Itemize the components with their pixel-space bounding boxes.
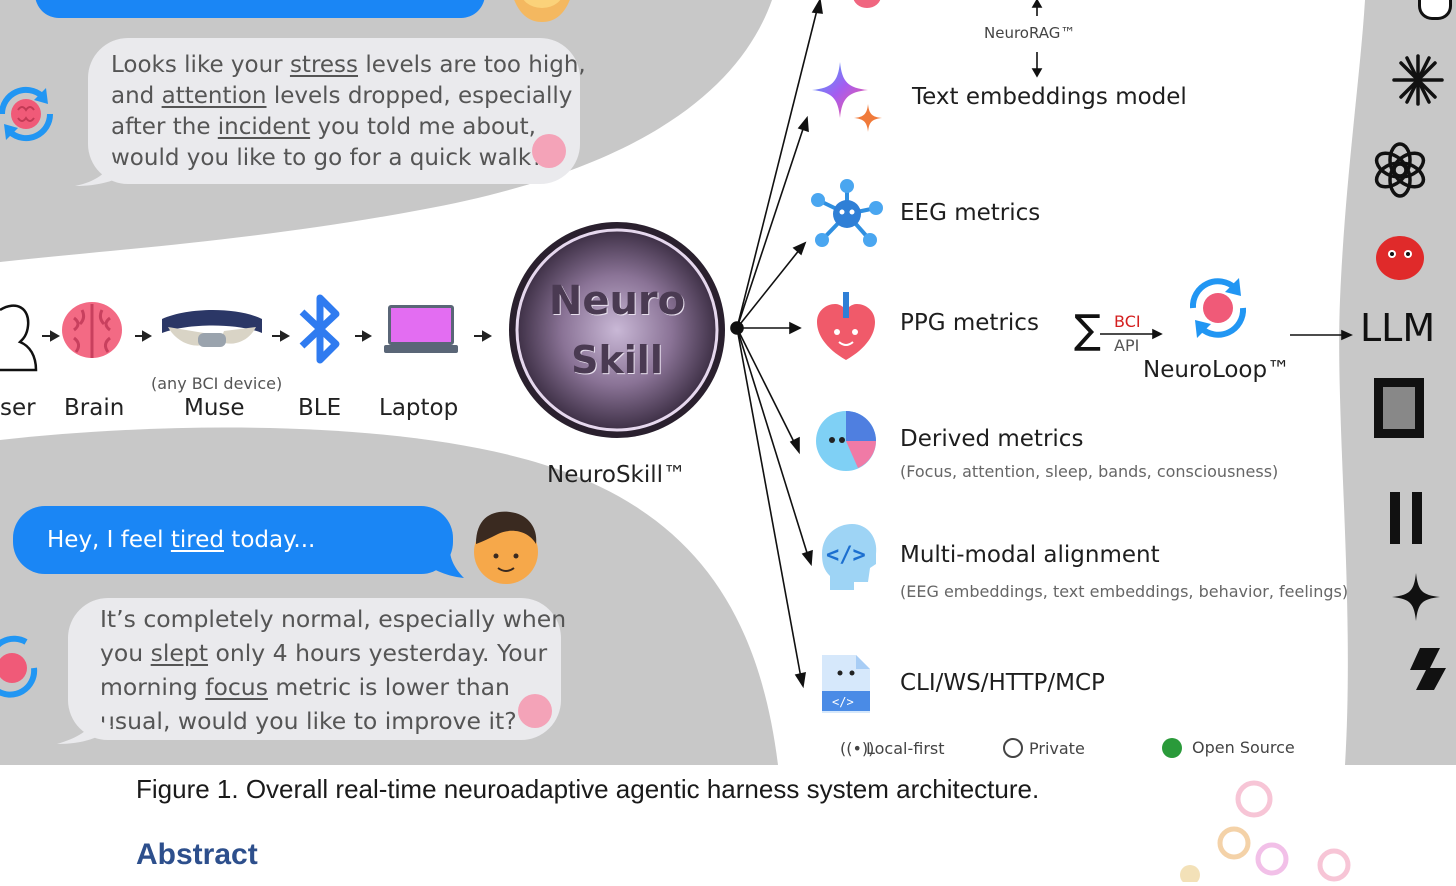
highlighted-term: stress — [289, 52, 359, 78]
pause-icon — [1390, 492, 1424, 548]
neuroskill-caption: NeuroSkill™ — [547, 462, 687, 488]
llm-label: LLM — [1360, 306, 1436, 350]
highlighted-term: incident — [217, 114, 311, 140]
derived-icon — [814, 410, 878, 472]
message-text-run: would you like to go for a quick walk? — [111, 145, 544, 171]
brain-icon — [518, 694, 552, 728]
muse-headband-icon — [158, 305, 266, 353]
abstract-heading: Abstract — [136, 838, 258, 871]
user-icon — [0, 300, 40, 372]
user-message-bubble: Hey, I feel tired today... — [13, 506, 453, 574]
copilot-icon — [1410, 648, 1456, 694]
architecture-figure: Looks like your stress levels are too hi… — [0, 0, 1456, 765]
message-text-run: and — [111, 83, 162, 109]
user-message-bubble-partial — [35, 0, 485, 18]
bubble-tail-top — [75, 160, 130, 186]
message-text-run: levels are too high, — [358, 52, 586, 78]
bubble-tail-bottom — [57, 718, 112, 744]
multimodal-label: Multi-modal alignment — [900, 542, 1160, 568]
ble-label: BLE — [298, 395, 342, 421]
open-source-label: Open Source — [1192, 738, 1295, 757]
svg-text:</>: </> — [832, 695, 854, 709]
decorative-dots — [1170, 775, 1456, 885]
multimodal-sub: (EEG embeddings, text embeddings, behavi… — [900, 582, 1349, 601]
derived-metrics-sub: (Focus, attention, sleep, bands, conscio… — [900, 462, 1279, 481]
assistant-reply-bubble-top: Looks like your stress levels are too hi… — [88, 38, 586, 184]
ppg-icon — [815, 292, 877, 364]
message-text-run: only 4 hours yesterday. Your — [208, 639, 548, 667]
four-point-star-icon — [1392, 573, 1440, 625]
asterisk-icon — [1390, 52, 1446, 112]
private-icon — [1003, 738, 1023, 758]
private-label: Private — [1029, 739, 1085, 758]
brain-label: Brain — [64, 395, 125, 421]
red-mascot-icon — [1372, 228, 1428, 288]
female-avatar-icon — [505, 0, 579, 22]
svg-text:</>: </> — [826, 543, 866, 568]
male-avatar-icon — [470, 508, 542, 586]
frame-icon — [1374, 378, 1424, 438]
fanout-arrows — [730, 0, 823, 689]
message-text-run: metric is lower than — [267, 673, 510, 701]
highlighted-term: attention — [161, 83, 267, 109]
user-label: ser — [0, 395, 36, 421]
neurorag-icon — [852, 0, 882, 12]
neuroloop-label: NeuroLoop™ — [1143, 357, 1291, 383]
derived-metrics-label: Derived metrics — [900, 426, 1084, 452]
bci-label: BCI — [1114, 312, 1141, 331]
figure-caption: Figure 1. Overall real-time neuroadaptiv… — [136, 774, 1040, 804]
local-first-icon: ((•)) — [840, 739, 875, 758]
local-first-label: Local-first — [866, 739, 945, 758]
message-text-run: you told me about, — [310, 114, 536, 140]
bubble-tail-user — [420, 550, 464, 578]
neuroloop-icon — [0, 632, 44, 704]
brain-icon — [532, 134, 566, 168]
sigma-icon: ∑ — [1074, 307, 1101, 353]
cli-label: CLI/WS/HTTP/MCP — [900, 670, 1105, 696]
message-text-run: levels dropped, especially — [266, 83, 573, 109]
laptop-label: Laptop — [379, 395, 459, 421]
eeg-metrics-label: EEG metrics — [900, 200, 1041, 226]
text-embeddings-label: Text embeddings model — [912, 84, 1187, 110]
openai-icon — [1372, 142, 1428, 202]
laptop-icon — [384, 303, 458, 355]
bluetooth-icon — [298, 292, 344, 366]
message-text-run: It’s completely normal, especially when — [100, 605, 567, 633]
code-file-icon: </> — [820, 651, 872, 715]
message-text-run: usual, would you like to improve it? — [100, 707, 517, 735]
assistant-reply-bubble-bottom: It’s completely normal, especially when y… — [68, 598, 566, 740]
assistant-reply-text: Looks like your stress levels are too hi… — [111, 50, 586, 174]
eeg-icon — [810, 178, 884, 250]
message-text-run: after the — [111, 114, 218, 140]
ppg-metrics-label: PPG metrics — [900, 310, 1039, 336]
sparkle-icon — [810, 60, 885, 135]
neuroloop-icon — [0, 80, 60, 148]
assistant-reply-text: It’s completely normal, especially when y… — [100, 602, 566, 738]
neuroloop-icon — [1183, 272, 1253, 344]
brain-icon — [60, 298, 124, 362]
neuroskill-disc: Neuro Skill — [507, 220, 727, 440]
message-text-run: today... — [223, 527, 316, 553]
message-text-run: morning — [100, 673, 206, 701]
code-head-icon: </> — [816, 524, 878, 590]
neuroskill-disc-line1: Neuro — [548, 278, 686, 324]
highlighted-term: slept — [150, 639, 209, 667]
muse-note: (any BCI device) — [151, 374, 283, 393]
message-text-run: you — [100, 639, 151, 667]
user-message-text: Hey, I feel tired today... — [47, 524, 315, 556]
neuroskill-disc-line2: Skill — [571, 338, 663, 382]
neurorag-label: NeuroRAG™ — [984, 24, 1076, 42]
muse-label: Muse — [184, 395, 245, 421]
api-label: API — [1114, 336, 1140, 355]
message-text-run: Hey, I feel — [47, 527, 171, 553]
highlighted-term: focus — [205, 673, 268, 701]
message-text-run: Looks like your — [111, 52, 290, 78]
highlighted-term: tired — [170, 527, 224, 553]
open-source-icon — [1162, 738, 1182, 758]
person-icon — [1418, 0, 1452, 20]
